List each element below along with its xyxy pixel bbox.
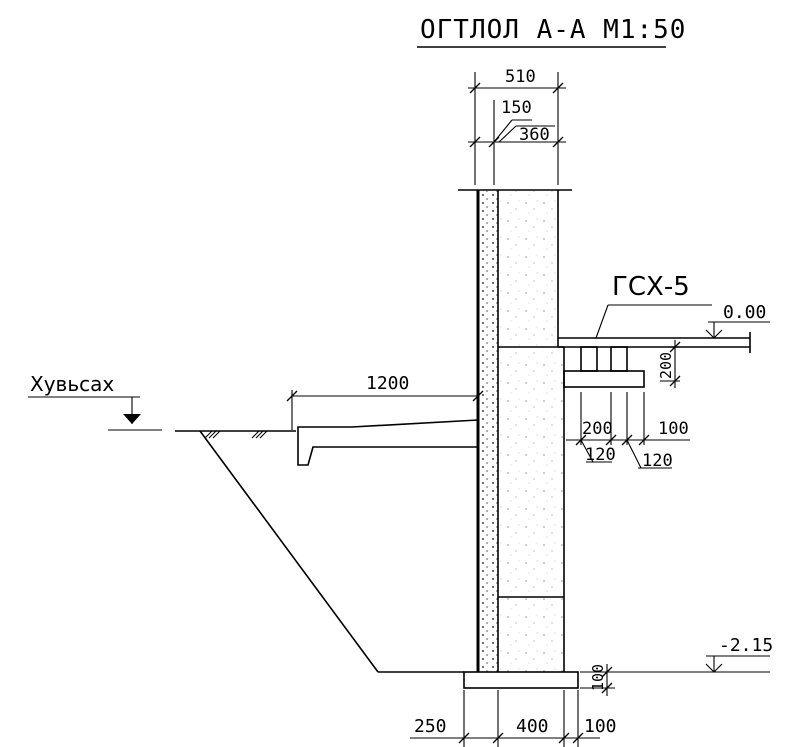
footing-height-text: 100 <box>589 664 607 691</box>
dim-wall-total: 510 <box>505 67 536 87</box>
insulation-layer <box>478 190 498 672</box>
floor-joist-plate <box>563 370 645 388</box>
beam-dimensions: 200 100 120 120 <box>566 392 690 471</box>
section-title: ОГТЛОЛ А-А М1:50 <box>420 15 686 45</box>
floor-slab <box>558 332 751 388</box>
footing <box>463 671 579 689</box>
dim-canopy: 1200 <box>366 373 409 394</box>
floor-beam-left <box>580 346 598 372</box>
material-label: ГСХ-5 <box>612 272 690 302</box>
canopy-slab: 1200 <box>286 373 484 466</box>
floor-height-text: 200 <box>657 352 675 379</box>
dim-insulation: 150 <box>501 98 532 118</box>
ground-level: Хувьсах <box>28 372 464 673</box>
dim-beam-a: 200 <box>582 419 613 439</box>
ground-label: Хувьсах <box>30 372 114 396</box>
material-callout: ГСХ-5 <box>595 272 712 339</box>
floor-beam-right <box>610 346 628 372</box>
ground-elevation-triangle <box>123 414 141 424</box>
wall <box>458 189 572 672</box>
lower-wall-block <box>498 347 564 672</box>
dim-footing-mid: 400 <box>516 716 549 737</box>
upper-wall-block <box>498 190 558 347</box>
floor-height-dimension: 200 <box>657 340 681 388</box>
dim-beam-d: 120 <box>642 451 673 471</box>
dim-footing-right: 100 <box>584 716 617 737</box>
top-dimensions: 510 150 360 <box>468 67 566 185</box>
dim-footing-left: 250 <box>414 716 447 737</box>
footing-height-dimension: 100 <box>580 664 615 696</box>
footing-elevation-marker: -2.15 <box>580 635 773 673</box>
dim-wall-block: 360 <box>519 125 550 145</box>
bottom-dimensions: 250 400 100 <box>410 690 617 747</box>
floor-elevation-marker: 0.00 <box>705 302 770 339</box>
dim-beam-b: 100 <box>658 419 689 439</box>
dim-beam-c: 120 <box>585 445 616 465</box>
excavation-slope <box>199 430 379 673</box>
floor-elevation-text: 0.00 <box>723 302 766 323</box>
footing-elevation-text: -2.15 <box>719 635 773 656</box>
